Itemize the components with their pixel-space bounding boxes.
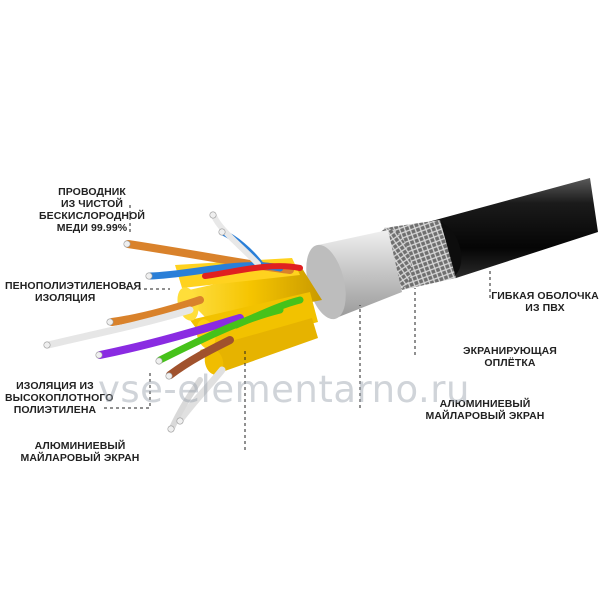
- wire-white-1: [211, 213, 261, 267]
- wire-green-2: [232, 296, 304, 329]
- wire-brown-1: [166, 336, 234, 379]
- label-conductor: ПРОВОДНИК ИЗ ЧИСТОЙ БЕСКИСЛОРОДНОЙ МЕДИ …: [38, 186, 145, 234]
- outer-mylar-screen: [306, 230, 402, 320]
- insulated-wires: [44, 213, 304, 431]
- watermark-text: vse-elementarno.ru: [98, 368, 470, 411]
- wire-orange-2: [108, 296, 204, 326]
- wire-white-2: [44, 306, 194, 349]
- label-mylar-outer: АЛЮМИНИЕВЫЙ МАЙЛАРОВЫЙ ЭКРАН: [425, 398, 545, 422]
- conductor-ends: [43, 211, 226, 433]
- wire-white-4: [169, 377, 203, 431]
- label-hd-insulation: ИЗОЛЯЦИЯ ИЗ ВЫСОКОПЛОТНОГО ПОЛИЭТИЛЕНА: [5, 380, 114, 416]
- label-mylar-inner: АЛЮМИНИЕВЫЙ МАЙЛАРОВЫЙ ЭКРАН: [20, 440, 140, 464]
- wire-purple-1: [96, 314, 244, 359]
- wire-white-3: [176, 366, 226, 424]
- label-braid-shield: ЭКРАНИРУЮЩАЯ ОПЛЁТКА: [463, 345, 557, 369]
- label-pvc-jacket: ГИБКАЯ ОБОЛОЧКА ИЗ ПВХ: [491, 290, 599, 314]
- leader-lines: [104, 205, 491, 450]
- label-foam-insulation: ПЕНОПОЛИЭТИЛЕНОВАЯ ИЗОЛЯЦИЯ: [5, 280, 142, 304]
- wire-red-1: [202, 263, 303, 279]
